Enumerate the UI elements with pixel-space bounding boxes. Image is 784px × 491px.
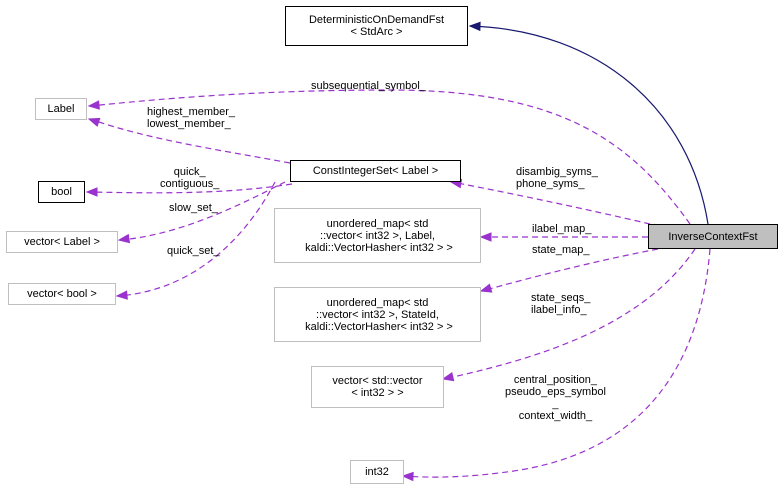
node-line: int32 [365, 466, 389, 478]
edge-quick-contiguous-arrowhead [85, 187, 98, 197]
edge-label-ilabel-map: ilabel_map_ [532, 223, 592, 235]
node-vector-vector-int32[interactable]: vector< std::vector < int32 > > [311, 366, 444, 408]
node-line: < StdArc > [350, 26, 403, 38]
edge-central-pseudo-context-arrowhead [401, 471, 414, 482]
edge-quick-set-arrowhead [115, 290, 128, 300]
node-line: kaldi::VectorHasher< int32 > > [302, 241, 453, 254]
node-line: kaldi::VectorHasher< int32 > > [302, 320, 453, 333]
edge-central-pseudo-context [403, 248, 711, 478]
node-unordered-map-stateid[interactable]: unordered_map< std ::vector< int32 >, St… [274, 287, 481, 342]
edge-inheritance [469, 25, 709, 225]
edge-label-slow-set: slow_set_ [169, 202, 218, 214]
node-line: unordered_map< std [326, 296, 429, 309]
edge-highest-lowest-member [89, 118, 291, 164]
node-const-integer-set[interactable]: ConstIntegerSet< Label > [290, 160, 461, 182]
edge-slow-set-arrowhead [117, 233, 131, 244]
edge-state-map [481, 248, 659, 292]
edge-label-subsequential-symbol: subsequential_symbol_ [311, 80, 426, 92]
node-vector-bool[interactable]: vector< bool > [8, 283, 116, 305]
node-line: < int32 > > [351, 387, 404, 399]
node-line: vector< std::vector [332, 375, 423, 387]
node-deterministic-on-demand-fst[interactable]: DeterministicOnDemandFst < StdArc > [285, 6, 468, 46]
node-inverse-context-fst[interactable]: InverseContextFst [648, 224, 778, 249]
node-line: Label [47, 103, 75, 115]
node-line: vector< bool > [27, 288, 97, 300]
node-line: ::vector< int32 >, Label, [320, 229, 435, 242]
node-bool[interactable]: bool [38, 181, 85, 203]
edge-label-highest-lowest-member: highest_member_ lowest_member_ [147, 106, 236, 130]
edge-quick-contiguous [87, 183, 293, 194]
edge-label-state-map: state_map_ [532, 244, 590, 256]
edge-label-disambig-phone-syms: disambig_syms_ phone_syms_ [516, 166, 598, 190]
edge-quick-set [117, 181, 276, 297]
node-unordered-map-label[interactable]: unordered_map< std ::vector< int32 >, La… [274, 208, 481, 263]
edge-label-quick-contiguous: quick_ contiguous_ [160, 166, 220, 190]
edge-subsequential-symbol-arrowhead [87, 100, 100, 110]
edge-ilabel-map-arrowhead [479, 232, 492, 242]
edge-state-map-arrowhead [479, 283, 493, 293]
node-line: bool [51, 186, 72, 198]
edge-label-quick-set: quick_set_ [167, 245, 220, 257]
edge-label-state-seqs-ilabel-info: state_seqs_ ilabel_info_ [531, 292, 591, 316]
node-vector-label[interactable]: vector< Label > [6, 231, 118, 253]
edge-slow-set [119, 181, 286, 241]
node-line: unordered_map< std [326, 217, 429, 230]
edge-disambig-phone-syms [451, 181, 651, 225]
edge-state-seqs-ilabel-info [443, 248, 696, 380]
node-label[interactable]: Label [35, 98, 87, 120]
node-line: vector< Label > [24, 236, 100, 248]
node-line: InverseContextFst [668, 230, 758, 243]
node-line: DeterministicOnDemandFst [308, 14, 445, 26]
edge-subsequential-symbol [89, 89, 691, 225]
edge-highest-lowest-member-arrowhead [87, 117, 101, 127]
edge-label-central-pseudo-context: central_position_ pseudo_eps_symbol _ co… [505, 374, 606, 422]
node-line: ConstIntegerSet< Label > [312, 165, 439, 177]
node-int32[interactable]: int32 [350, 460, 404, 484]
edge-state-seqs-ilabel-info-arrowhead [441, 372, 455, 382]
node-line: ::vector< int32 >, StateId, [316, 308, 439, 321]
edge-inheritance-arrowhead [468, 21, 481, 32]
